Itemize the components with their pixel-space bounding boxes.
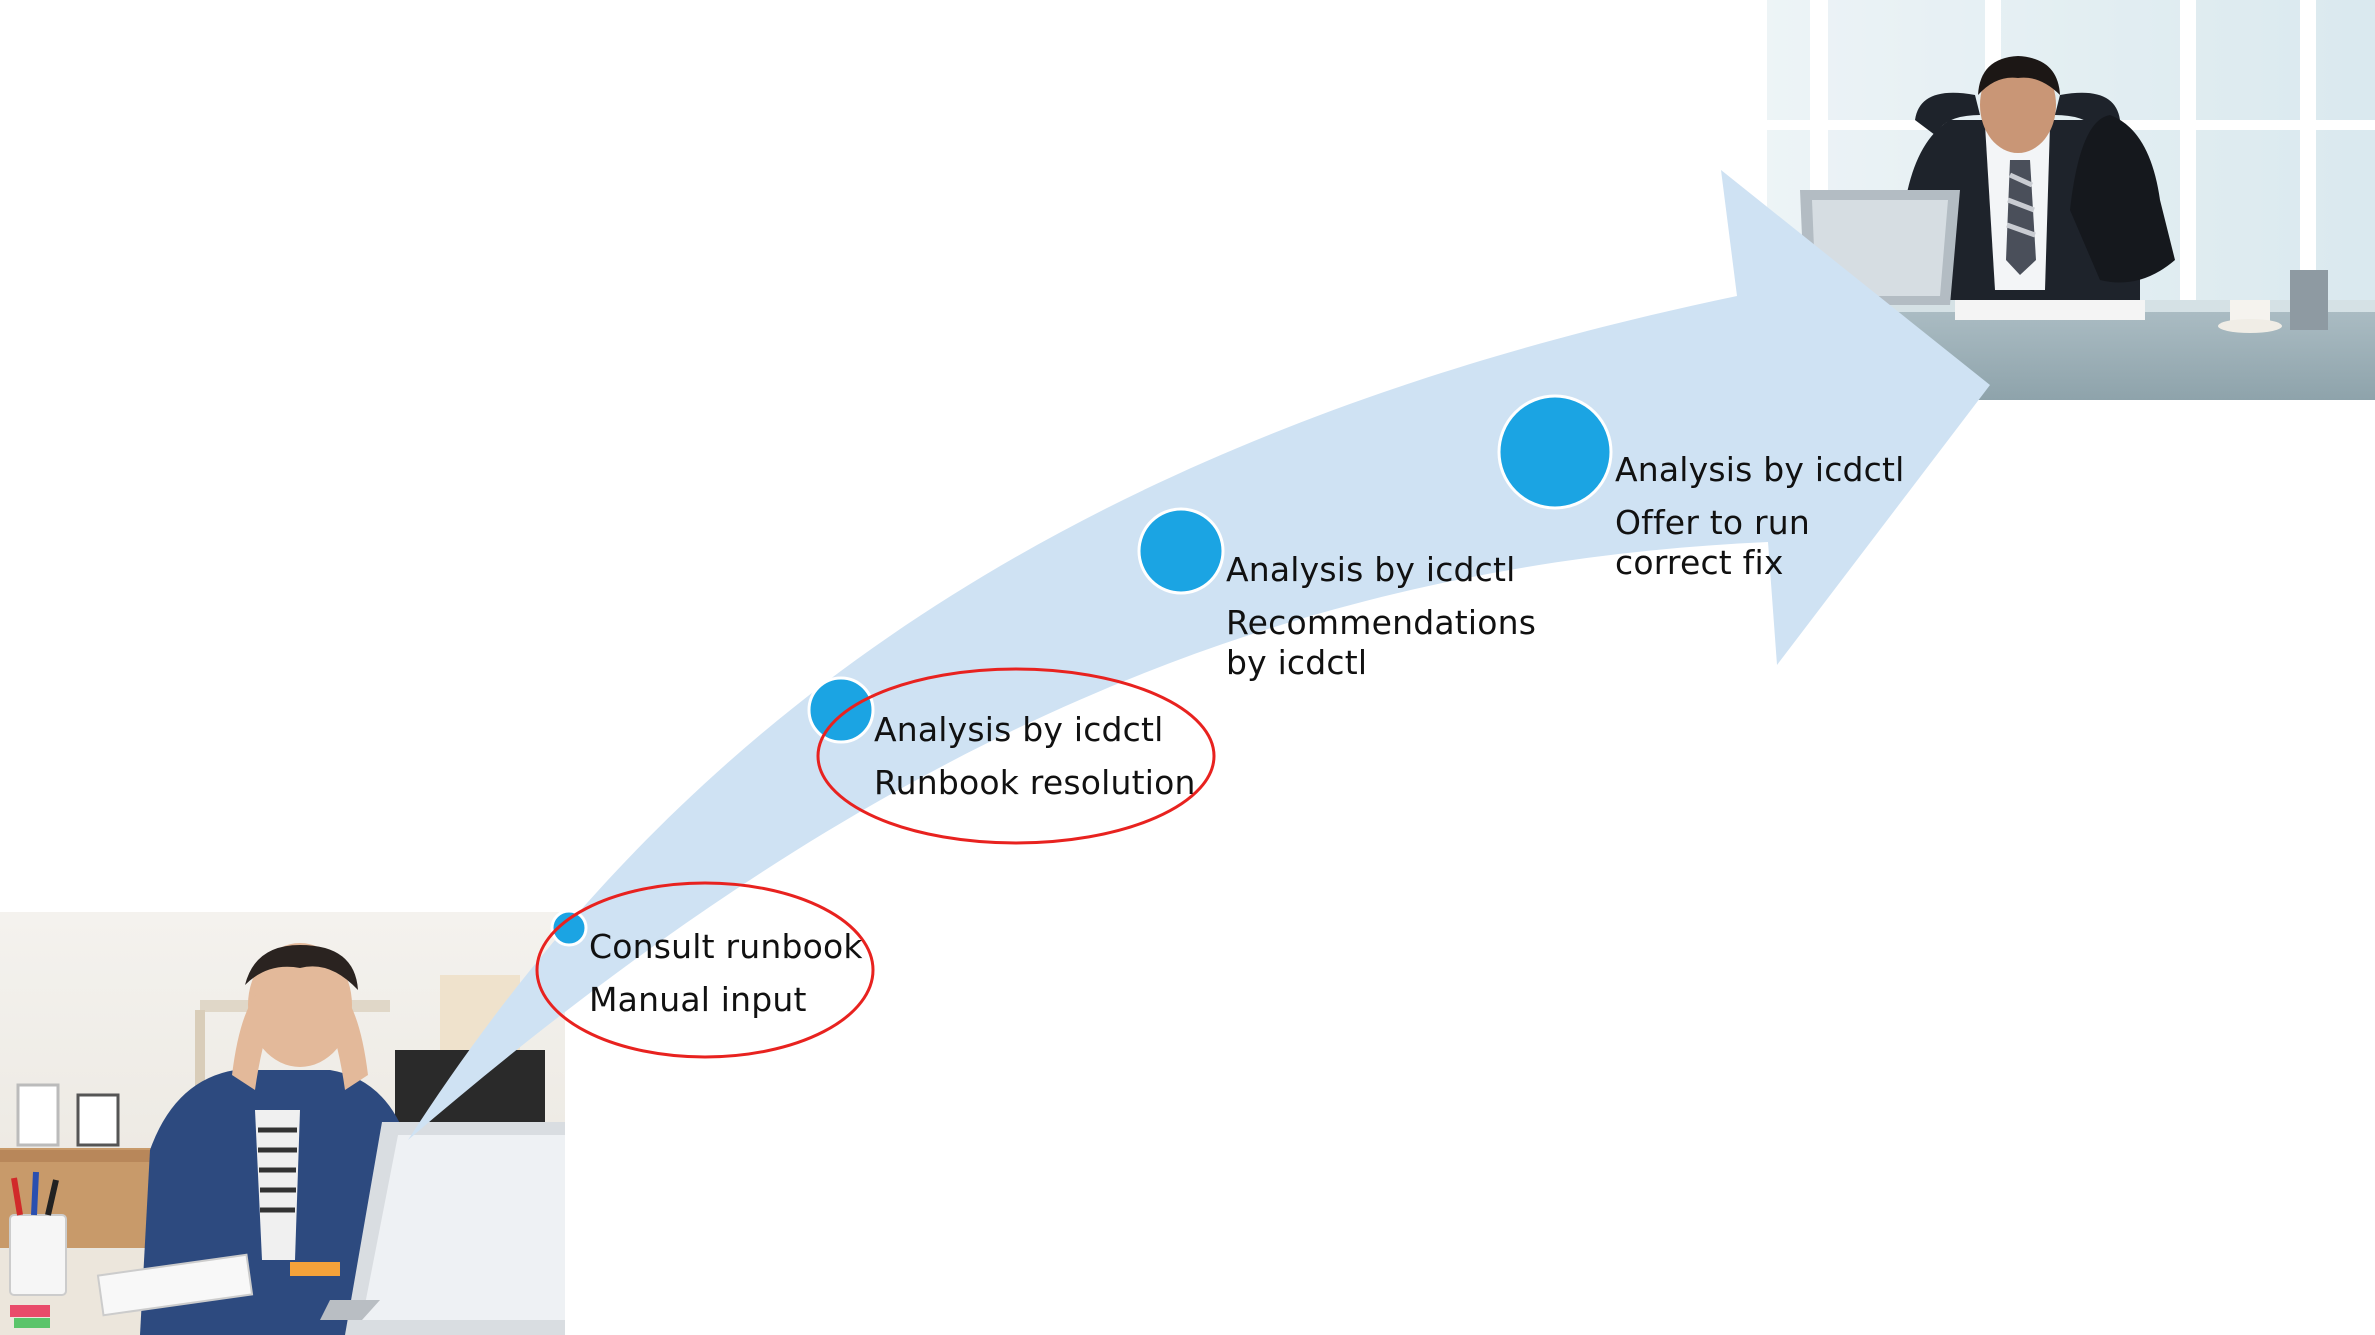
step-2-detail: Runbook resolution: [874, 763, 1196, 802]
step-label-1: Consult runbook Manual input: [589, 927, 863, 1020]
relaxed-man-photo: [1767, 0, 2375, 400]
step-4-detail: Offer to run correct fix: [1615, 503, 1810, 582]
step-4-title: Analysis by icdctl: [1615, 450, 1905, 489]
highlight-ellipse-step-1: [535, 881, 875, 1059]
step-label-4: Analysis by icdctl Offer to run correct …: [1615, 450, 1905, 583]
step-marker-2: [807, 676, 875, 744]
stressed-man-photo: [0, 912, 565, 1335]
step-3-title: Analysis by icdctl: [1226, 550, 1516, 589]
step-label-2: Analysis by icdctl Runbook resolution: [874, 710, 1196, 803]
step-label-3: Analysis by icdctl Recommendations by ic…: [1226, 550, 1536, 683]
step-1-detail: Manual input: [589, 980, 807, 1019]
step-2-title: Analysis by icdctl: [874, 710, 1164, 749]
step-marker-3: [1137, 507, 1225, 595]
highlight-ellipse-step-2: [816, 667, 1216, 845]
step-3-detail: Recommendations by icdctl: [1226, 603, 1537, 682]
step-1-title: Consult runbook: [589, 927, 863, 966]
step-marker-4: [1497, 394, 1613, 510]
step-marker-1: [550, 909, 588, 947]
